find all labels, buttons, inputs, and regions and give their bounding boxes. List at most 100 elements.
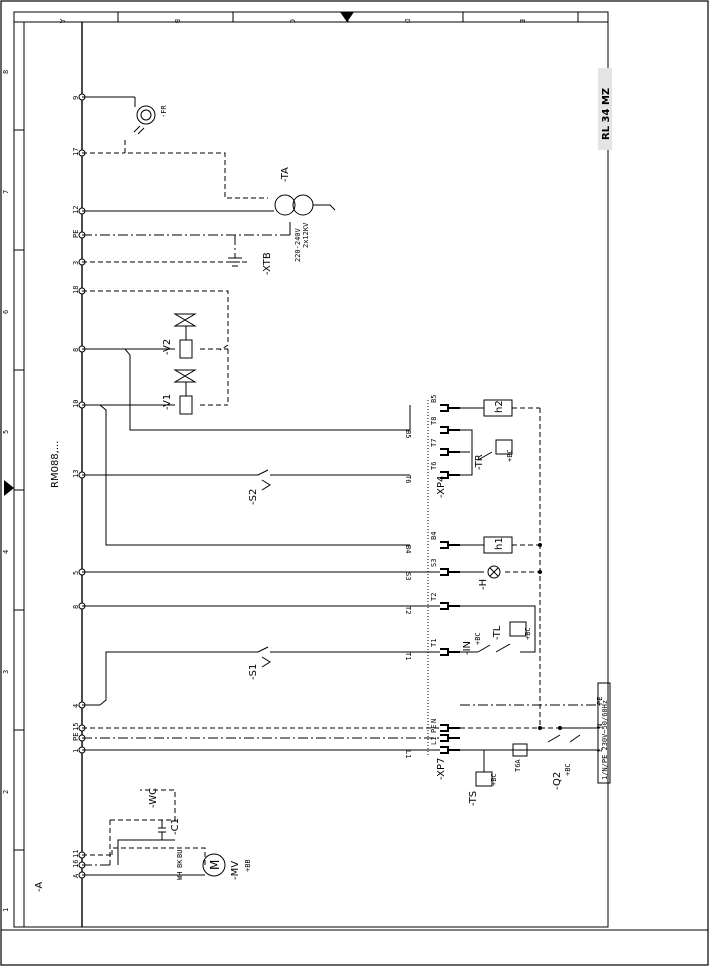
terminal-label: 13 (72, 470, 80, 478)
terminal-label: 4 (72, 704, 80, 708)
connector-pin (440, 404, 460, 412)
line-label-n: N (596, 724, 604, 728)
connector-pin-label: PE (430, 725, 438, 733)
ta-rating-2: 2x12KV (302, 222, 310, 248)
grid-row-c: C (288, 19, 296, 23)
grid-col-4: 4 (2, 550, 10, 554)
grid-row-e: E (518, 19, 526, 23)
fuse-label: T6A (514, 759, 522, 772)
connector-pin (440, 602, 460, 610)
fr-label: -FR (160, 105, 168, 118)
wire-label-s3: S3 (404, 572, 412, 580)
v2-label: -V2 (162, 339, 173, 355)
connector-pin (440, 426, 460, 434)
terminal-label: A (72, 873, 80, 878)
mv-label: -MV (230, 861, 241, 880)
motor-mv (202, 853, 226, 877)
tr-bc-label: +BC (506, 449, 514, 462)
q2-bc-label: +BC (564, 763, 572, 776)
grid-arrow-top (340, 12, 354, 22)
motor-wire-wh: WH (176, 872, 184, 880)
terminal-label: 15 (72, 723, 80, 731)
h1-label: h1 (494, 537, 505, 550)
grid-row-b: B (173, 19, 181, 23)
hour-counter-h2 (483, 399, 513, 417)
xp7-label: -XP7 (436, 758, 447, 780)
terminal-label: 17 (72, 148, 80, 156)
switch-q2 (547, 734, 581, 743)
motor-symbol: M (208, 860, 222, 870)
terminal-label: 16 (72, 860, 80, 868)
thermostat-tl (495, 621, 527, 653)
lamp-h (487, 565, 501, 579)
connector-pin-label: T7 (430, 439, 438, 447)
grid-col-7: 7 (2, 190, 10, 194)
c1-label: -C1 (170, 818, 181, 835)
grid-col-8: 8 (2, 70, 10, 74)
in-label: -IN (462, 641, 473, 655)
ts-label: -TS (468, 791, 479, 806)
connector-pin (440, 734, 460, 742)
ta-label: -TA (280, 167, 291, 182)
terminal-label: 10 (72, 400, 80, 408)
thermostat-ts (475, 750, 493, 787)
grid-col-2: 2 (2, 790, 10, 794)
connector-pin-label: L1 (430, 737, 438, 745)
model-label-box (598, 68, 612, 150)
connector-pin (440, 471, 460, 479)
connector-pin-label: B5 (430, 395, 438, 403)
terminal-label: PE (72, 733, 80, 741)
in-bc-label: +BC (474, 632, 482, 645)
tl-label: -TL (492, 625, 503, 640)
v1-label: -V1 (162, 394, 173, 410)
connector-pin (440, 746, 460, 754)
terminal-label: 11 (72, 850, 80, 858)
wc-label: -WC (148, 788, 159, 808)
model-label: RL 34 MZ (601, 88, 612, 140)
valve-v2 (173, 313, 197, 359)
wire-label-t6: T6 (404, 475, 412, 483)
wire-label-l1: L1 (404, 750, 412, 758)
flame-sensor-fr (133, 105, 156, 135)
terminal-label: 9 (72, 96, 80, 100)
tr-label: -TR (474, 454, 485, 470)
connector-pin (440, 568, 460, 576)
grid-col-markers (14, 129, 24, 851)
xp4-label: -XP4 (436, 476, 447, 498)
motor-wire-bu: BU (176, 850, 184, 858)
grid-col-3: 3 (2, 670, 10, 674)
terminal-label: 1 (72, 749, 80, 753)
connector-pin (440, 724, 460, 732)
connector-pin (440, 541, 460, 549)
terminal-label: 8 (72, 605, 80, 609)
pressure-switch-s1 (257, 646, 271, 668)
motor-wire-bk: BK (176, 859, 184, 868)
connector-pin (440, 448, 460, 456)
connector-pin (440, 648, 460, 656)
grid-col-6: 6 (2, 310, 10, 314)
ground-xtb (228, 257, 242, 267)
terminal-label: 3 (72, 261, 80, 265)
wire-label-b4: B4 (404, 545, 412, 553)
ignition-transformer-ta (274, 194, 336, 216)
thermostat-tr (477, 439, 513, 461)
connector-pin-label: T2 (430, 593, 438, 601)
wire-label-t1: T1 (404, 652, 412, 660)
junctions (538, 543, 562, 730)
grid-row-a: A (58, 19, 66, 24)
power-label-box (597, 682, 611, 784)
grid-col-1: 1 (2, 908, 10, 912)
valve-v1 (173, 369, 197, 415)
ta-rating: 220-240V (294, 227, 302, 262)
xtb-label: -XTB (262, 252, 273, 275)
q2-label: -Q2 (552, 772, 563, 790)
grid-col-5: 5 (2, 430, 10, 434)
power-label: 1/N/PE 230V~50/60Hz (601, 700, 609, 780)
h-label: -H (478, 579, 489, 590)
line-label-l: L (596, 748, 604, 752)
pressure-switch-s2 (257, 469, 271, 491)
hour-counter-h1 (483, 536, 513, 554)
